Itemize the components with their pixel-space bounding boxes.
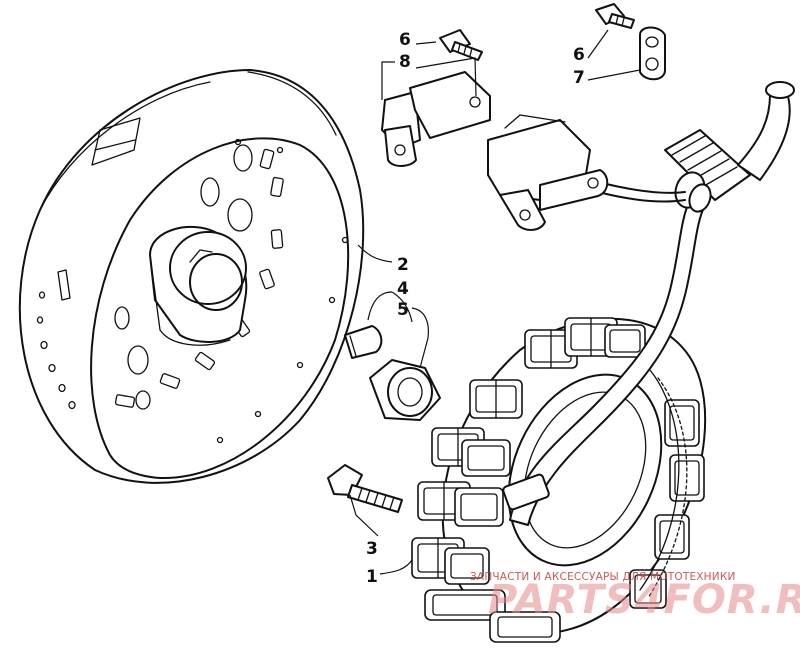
- callout-4: 4: [397, 279, 409, 299]
- pickup-sensor: [487, 114, 609, 231]
- watermark: ЗАПЧАСТИ И АКСЕССУАРЫ ДЛЯ МОТОТЕХНИКИ PA…: [470, 571, 800, 623]
- leader-lines: [349, 29, 641, 575]
- watermark-brand: PARTS4FOR.RU: [488, 577, 800, 623]
- flywheel: [18, 69, 365, 484]
- screw-6b: [595, 3, 635, 29]
- wire-harness: [502, 81, 795, 526]
- callout-8: 8: [399, 52, 411, 72]
- callout-5: 5: [397, 300, 409, 320]
- callout-2: 2: [397, 255, 409, 275]
- callout-7: 7: [573, 68, 585, 88]
- callout-1: 1: [366, 567, 378, 587]
- lock-plate: [639, 26, 666, 81]
- callout-labels: 6 8 6 7 2 4 5 3 1: [366, 30, 585, 587]
- sensor-bracket: [381, 71, 491, 167]
- callout-6b: 6: [573, 45, 585, 65]
- watermark-caption: ЗАПЧАСТИ И АКСЕССУАРЫ ДЛЯ МОТОТЕХНИКИ: [470, 571, 736, 583]
- woodruff-key: [344, 325, 383, 359]
- flywheel-nut: [369, 359, 441, 421]
- callout-3: 3: [366, 539, 378, 559]
- screw-6a: [439, 29, 483, 61]
- mounting-bolt: [327, 464, 403, 513]
- stator: [411, 317, 707, 643]
- callout-6a: 6: [399, 30, 411, 50]
